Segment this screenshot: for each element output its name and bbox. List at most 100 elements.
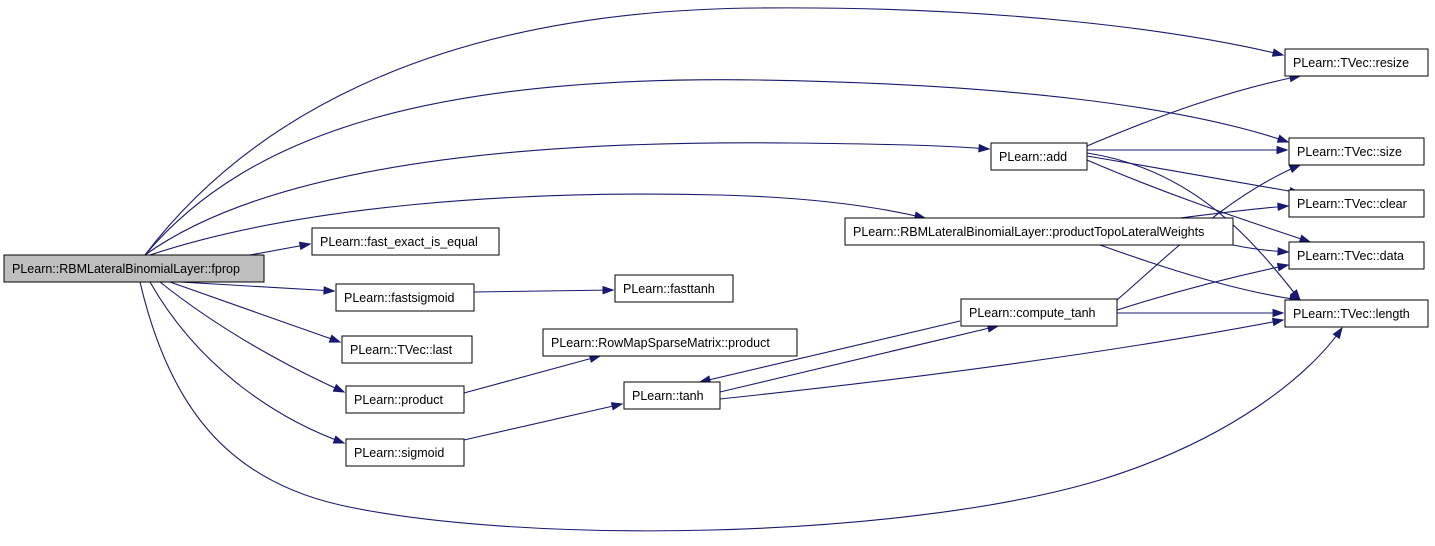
arrowhead-icon [1276,145,1289,155]
node-label: PLearn::TVec::resize [1293,56,1409,70]
node-clear[interactable]: PLearn::TVec::clear [1288,189,1425,218]
node-sigmoid[interactable]: PLearn::sigmoid [345,438,465,467]
edge-line [144,7,1284,256]
node-fprop[interactable]: PLearn::RBMLateralBinomialLayer::fprop [3,254,265,283]
edge-fprop-to-fastsigmoid [179,281,336,295]
edge-line [179,281,335,292]
node-box[interactable] [3,254,265,283]
node-add[interactable]: PLearn::add [990,142,1088,171]
edge-line [144,79,1289,256]
node-box[interactable] [1288,137,1425,166]
edge-line [139,281,1343,532]
node-fasttanh[interactable]: PLearn::fasttanh [614,274,734,303]
arrowhead-icon [332,383,346,393]
edge-fprop-to-add [144,142,991,256]
node-box[interactable] [614,274,734,303]
node-tanh[interactable]: PLearn::tanh [623,381,721,410]
node-label: PLearn::TVec::data [1297,249,1404,263]
node-rowmap[interactable]: PLearn::RowMapSparseMatrix::product [542,328,798,357]
edges-layer [139,7,1343,532]
node-fastsigmoid[interactable]: PLearn::fastsigmoid [335,283,475,312]
arrowhead-icon [1276,134,1290,143]
arrowhead-icon [332,435,346,444]
node-product[interactable]: PLearn::product [345,385,465,414]
node-label: PLearn::fasttanh [623,282,715,296]
node-box[interactable] [345,385,465,414]
node-label: PLearn::tanh [632,389,704,403]
node-box[interactable] [623,381,721,410]
edge-line [169,281,341,343]
edge-fprop-to-ptlw [149,193,927,256]
arrowhead-icon [323,286,336,295]
arrowhead-icon [298,241,312,251]
node-data[interactable]: PLearn::TVec::data [1288,241,1425,270]
edge-add-to-clear [1086,155,1302,196]
node-label: PLearn::RBMLateralBinomialLayer::fprop [12,262,240,276]
edge-fprop-to-sigmoid [149,281,346,444]
node-label: PLearn::RBMLateralBinomialLayer::product… [853,225,1204,239]
edge-ptlw-to-length [1099,244,1302,303]
edge-line [149,193,926,256]
edge-fprop-to-fast_exact [249,241,312,256]
node-label: PLearn::add [999,150,1067,164]
node-size[interactable]: PLearn::TVec::size [1288,137,1425,166]
node-length[interactable]: PLearn::TVec::length [1284,299,1429,328]
node-box[interactable] [311,227,500,256]
edge-compute_tanh-to-length [1117,308,1285,318]
edge-line [1116,264,1289,311]
node-fast_exact[interactable]: PLearn::fast_exact_is_equal [311,227,500,256]
node-label: PLearn::sigmoid [354,446,444,460]
edge-fprop-to-product [159,281,346,393]
node-label: PLearn::TVec::last [350,343,453,357]
node-last[interactable]: PLearn::TVec::last [341,335,473,364]
edge-fprop-to-resize [144,7,1285,256]
edge-line [699,320,961,383]
node-box[interactable] [542,328,798,357]
edge-line [159,281,345,393]
node-label: PLearn::RowMapSparseMatrix::product [551,336,770,350]
node-box[interactable] [341,335,473,364]
arrowhead-icon [1277,202,1290,212]
node-box[interactable] [1288,189,1425,218]
node-box[interactable] [1284,299,1429,328]
node-box[interactable] [335,283,475,312]
edge-sigmoid-to-tanh [463,402,624,441]
node-box[interactable] [1284,48,1429,77]
nodes-layer: PLearn::RBMLateralBinomialLayer::fpropPL… [3,48,1429,467]
edge-line [719,325,999,393]
edge-line [144,142,990,256]
node-resize[interactable]: PLearn::TVec::resize [1284,48,1429,77]
arrowhead-icon [1272,308,1285,318]
node-label: PLearn::TVec::clear [1297,197,1407,211]
node-label: PLearn::TVec::size [1297,145,1402,159]
node-label: PLearn::fastsigmoid [344,291,455,305]
node-box[interactable] [1288,241,1425,270]
edge-line [1086,75,1301,147]
arrowhead-icon [610,402,624,411]
edge-tanh-to-length [719,317,1285,400]
arrowhead-icon [602,285,615,295]
edge-add-to-size [1087,145,1289,155]
edge-fprop-to-last [169,281,342,343]
node-ptlw[interactable]: PLearn::RBMLateralBinomialLayer::product… [844,217,1234,246]
node-box[interactable] [960,298,1118,327]
arrowhead-icon [328,334,342,343]
node-box[interactable] [345,438,465,467]
node-label: PLearn::TVec::length [1293,307,1410,321]
arrowhead-icon [1271,48,1285,57]
edge-line [463,355,601,394]
edge-line [1086,152,1301,301]
arrowhead-icon [1276,262,1290,272]
edge-line [1086,155,1301,194]
edge-product-to-rowmap [463,354,602,394]
edge-line [719,319,1284,400]
node-box[interactable] [844,217,1234,246]
node-compute_tanh[interactable]: PLearn::compute_tanh [960,298,1118,327]
arrowhead-icon [1298,234,1312,243]
arrowhead-icon [1288,164,1302,174]
node-box[interactable] [990,142,1088,171]
edge-line [473,289,614,293]
edge-ptlw-to-data [1232,244,1290,256]
edge-line [1099,244,1301,301]
